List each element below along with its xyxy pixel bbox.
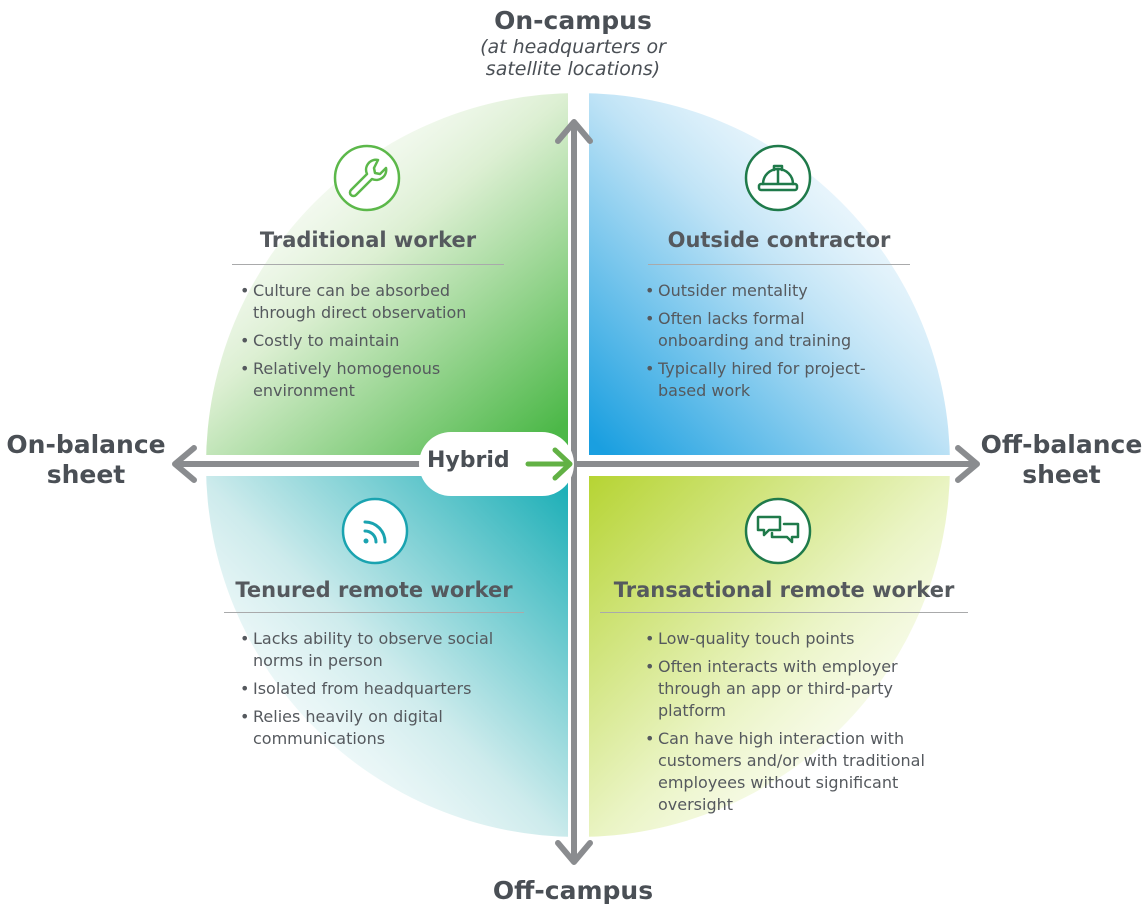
arrow-down-icon (555, 840, 593, 865)
chat-bubbles-icon (744, 497, 812, 565)
on-campus-label: On-campus (494, 6, 652, 35)
hybrid-label: Hybrid (427, 448, 510, 473)
list-item: Isolated from headquarters (240, 678, 500, 700)
off-campus-label: Off-campus (492, 876, 654, 905)
list-item: Relatively homogenous environment (240, 358, 510, 402)
outside-contractor-bullets: Outsider mentality Often lacks formal on… (645, 280, 895, 408)
divider (648, 264, 910, 265)
on-balance-line1: On-balance (6, 430, 166, 459)
divider (600, 612, 968, 613)
arrow-right-icon (955, 445, 980, 483)
outside-contractor-title: Outside contractor (667, 228, 891, 252)
on-balance-line2: sheet (46, 459, 126, 489)
off-balance-line1: Off-balance (980, 430, 1143, 459)
on-campus-sublabel-1: (at headquarters or (480, 35, 666, 58)
tenured-remote-worker-bullets: Lacks ability to observe social norms in… (240, 628, 500, 756)
axis-label-left: On-balance sheet (0, 430, 172, 489)
on-campus-sublabel-2: satellite locations) (485, 58, 661, 81)
divider (224, 612, 524, 613)
transactional-remote-worker-title: Transactional remote worker (613, 578, 955, 602)
axis-label-top: On-campus (at headquarters or satellite … (433, 6, 713, 81)
hybrid-arrow-icon (525, 447, 573, 481)
arrow-left-icon (172, 445, 197, 483)
list-item: Relies heavily on digital communications (240, 706, 500, 750)
signal-icon (341, 497, 409, 565)
list-item: Often interacts with employer through an… (645, 656, 925, 722)
transactional-remote-worker-bullets: Low-quality touch points Often interacts… (645, 628, 925, 822)
tenured-remote-worker-title: Tenured remote worker (235, 578, 513, 602)
axis-label-right: Off-balance sheet (976, 430, 1147, 489)
hard-hat-icon (744, 144, 812, 212)
list-item: Lacks ability to observe social norms in… (240, 628, 500, 672)
traditional-worker-title: Traditional worker (259, 228, 477, 252)
list-item: Often lacks formal onboarding and traini… (645, 308, 895, 352)
list-item: Costly to maintain (240, 330, 510, 352)
off-balance-line2: sheet (1022, 459, 1101, 489)
list-item: Typically hired for project-based work (645, 358, 895, 402)
list-item: Can have high interaction with customers… (645, 728, 925, 816)
list-item: Culture can be absorbed through direct o… (240, 280, 510, 324)
divider (232, 264, 504, 265)
traditional-worker-bullets: Culture can be absorbed through direct o… (240, 280, 510, 408)
arrow-up-icon (555, 119, 593, 144)
list-item: Low-quality touch points (645, 628, 925, 650)
wrench-icon (333, 144, 401, 212)
list-item: Outsider mentality (645, 280, 895, 302)
